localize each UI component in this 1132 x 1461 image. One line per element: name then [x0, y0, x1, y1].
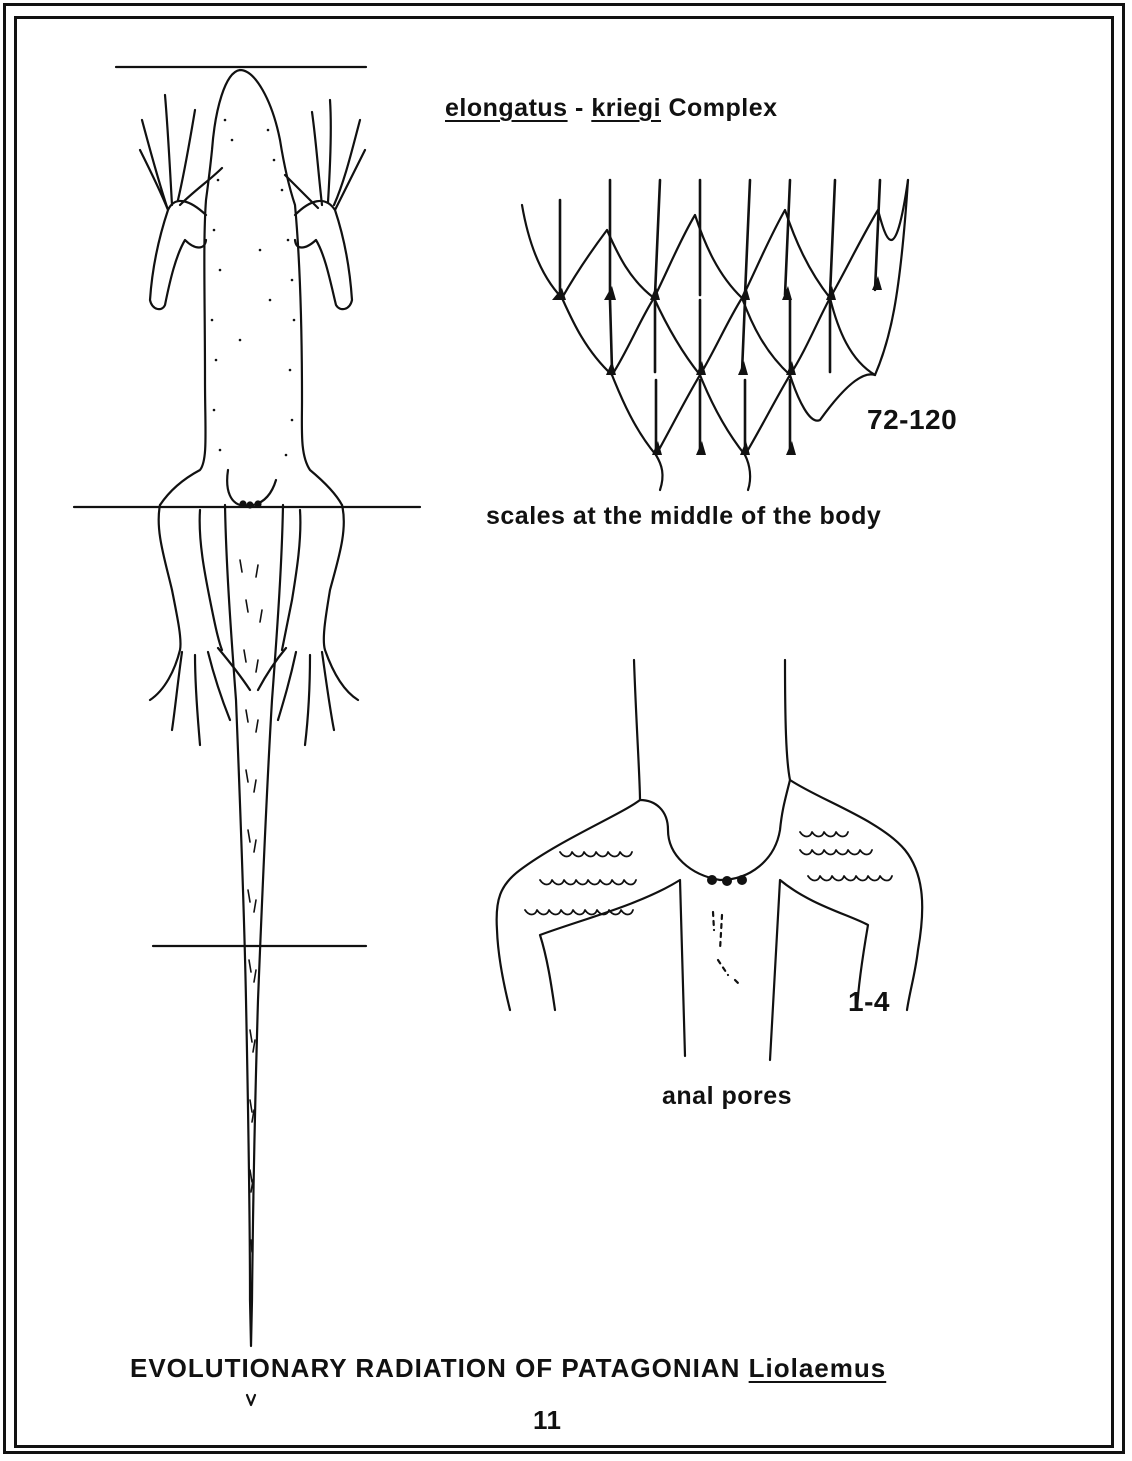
lizard-dorsal-view	[140, 70, 365, 1405]
pore-caption: anal pores	[662, 1082, 792, 1111]
footer-title: EVOLUTIONARY RADIATION OF PATAGONIAN Lio…	[130, 1353, 886, 1384]
hind-left-limb	[150, 505, 250, 745]
body-stipple	[211, 119, 296, 457]
scale-count-label: 72-120	[867, 404, 957, 436]
front-left-limb	[140, 95, 222, 309]
front-right-limb	[285, 100, 365, 309]
figure-title: elongatus - kriegi Complex	[445, 94, 778, 123]
footer-title-genus: Liolaemus	[749, 1353, 887, 1383]
pore-count-label: 1-4	[848, 986, 890, 1018]
lizard-outline	[160, 70, 342, 1346]
tail-tip	[247, 1395, 255, 1405]
scale-pattern	[522, 180, 908, 490]
title-species-1: elongatus	[445, 94, 568, 122]
title-separator: -	[575, 94, 584, 122]
title-complex: Complex	[668, 94, 777, 122]
title-species-2: kriegi	[591, 94, 661, 122]
scale-caption: scales at the middle of the body	[486, 502, 881, 531]
plate-number: 11	[533, 1405, 562, 1436]
footer-title-main: EVOLUTIONARY RADIATION OF PATAGONIAN	[130, 1353, 740, 1383]
hind-right-limb	[258, 505, 358, 745]
cloaca	[227, 470, 276, 506]
